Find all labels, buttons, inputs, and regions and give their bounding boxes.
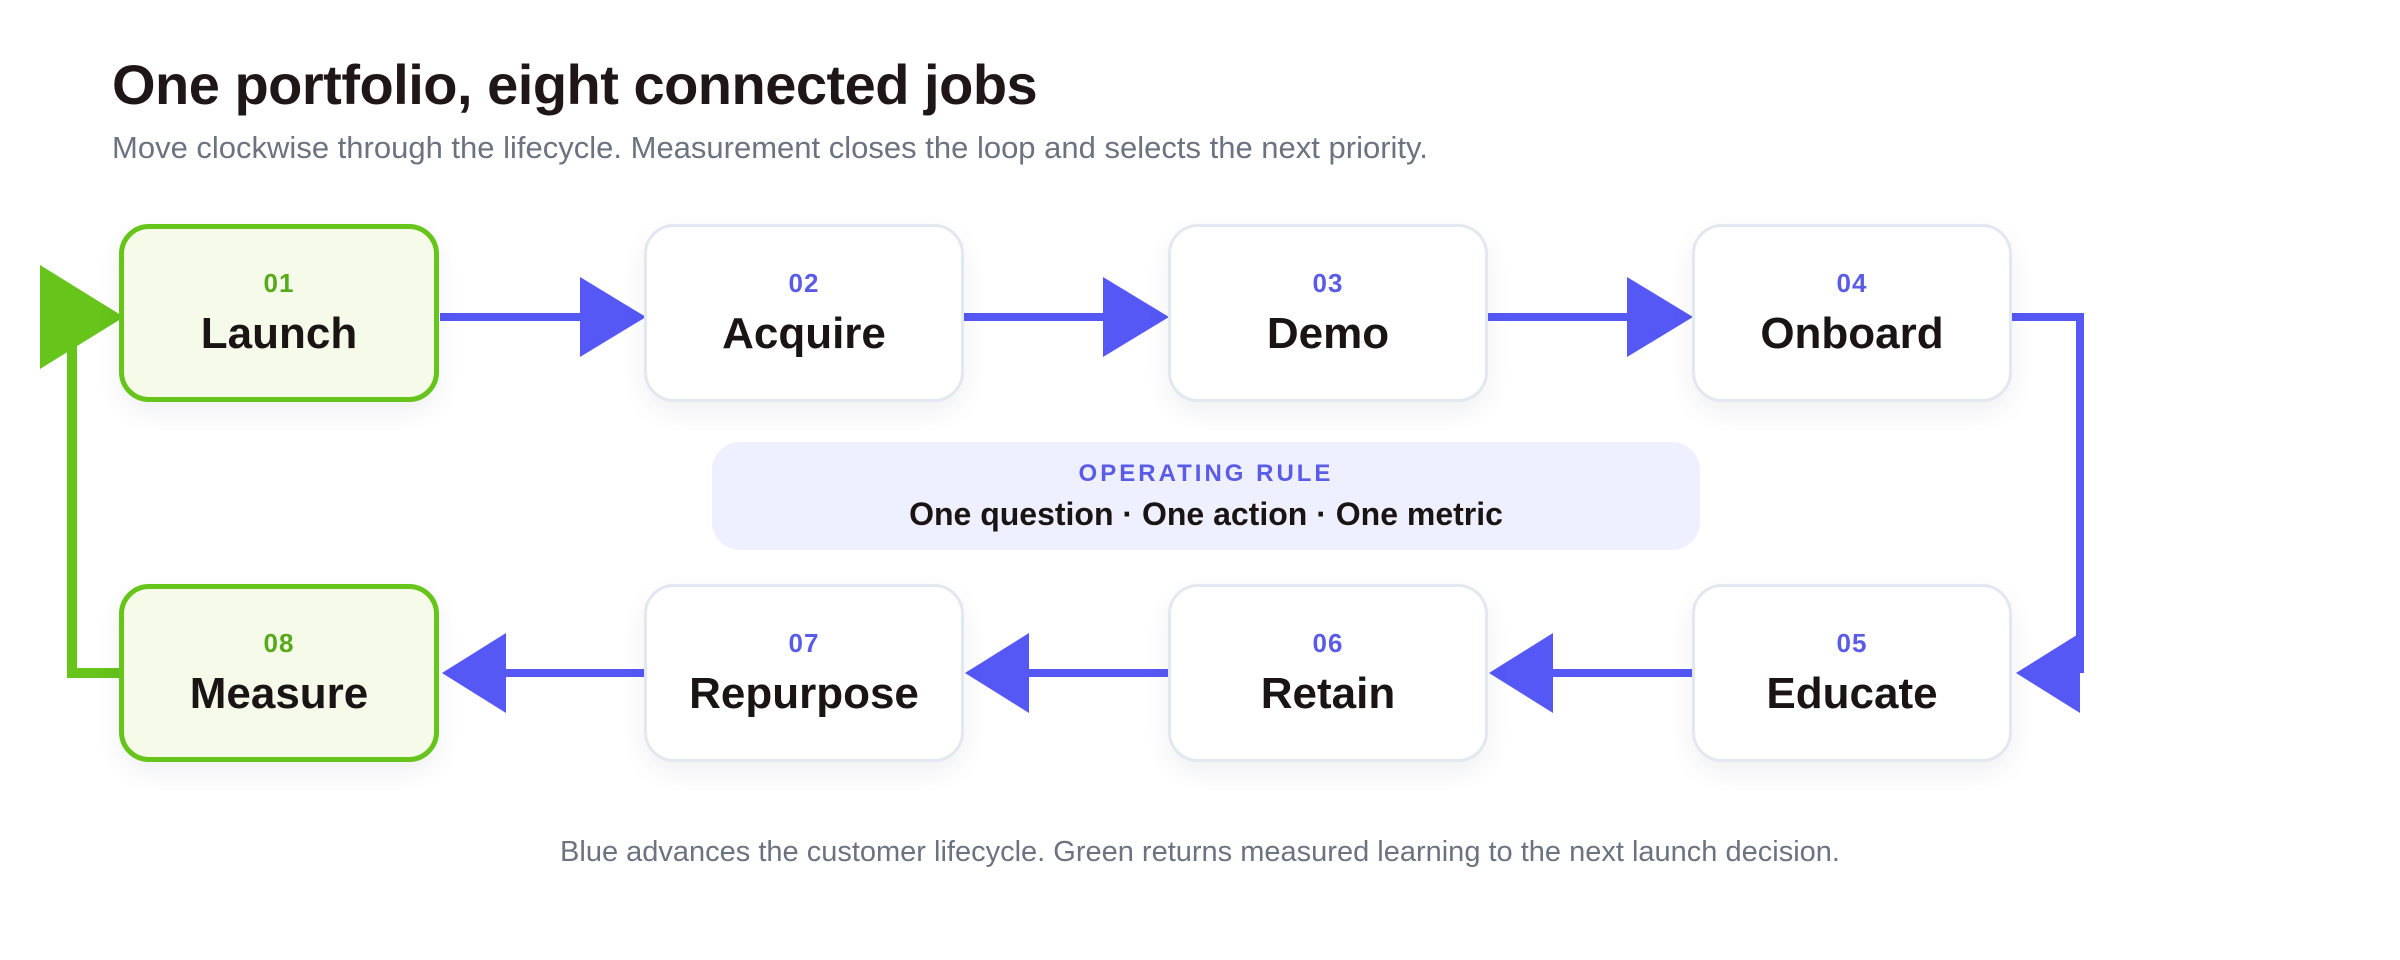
- arrow-demo-to-onboard-head: [1627, 277, 1693, 357]
- node-label: Measure: [189, 668, 369, 718]
- arrow-measure-to-launch: [40, 265, 124, 678]
- node-number: 07: [788, 627, 820, 658]
- arrow-launch-to-acquire: [440, 277, 646, 357]
- arrow-launch-to-acquire-head: [580, 277, 646, 357]
- arrow-onboard-to-educate-head: [2016, 633, 2080, 713]
- node-label: Repurpose: [689, 668, 919, 718]
- node-retain: 06 Retain: [1168, 584, 1488, 762]
- node-demo: 03 Demo: [1168, 224, 1488, 402]
- node-number: 04: [1836, 267, 1868, 298]
- node-label: Onboard: [1760, 308, 1944, 358]
- arrow-onboard-to-educate-line: [2012, 313, 2084, 673]
- node-number: 08: [263, 627, 295, 658]
- arrow-retain-to-repurpose: [965, 633, 1170, 713]
- arrow-acquire-to-demo-head: [1103, 277, 1169, 357]
- node-label: Launch: [200, 308, 358, 358]
- arrow-educate-to-retain-head: [1489, 633, 1553, 713]
- arrow-repurpose-to-measure: [442, 633, 646, 713]
- node-number: 05: [1836, 627, 1868, 658]
- node-launch: 01 Launch: [119, 224, 439, 402]
- diagram-caption: Blue advances the customer lifecycle. Gr…: [560, 836, 1840, 868]
- diagram-subtitle: Move clockwise through the lifecycle. Me…: [112, 130, 1428, 165]
- operating-rule-text: One question · One action · One metric: [909, 495, 1503, 532]
- node-measure: 08 Measure: [119, 584, 439, 762]
- arrow-retain-to-repurpose-head: [965, 633, 1029, 713]
- node-acquire: 02 Acquire: [644, 224, 964, 402]
- node-educate: 05 Educate: [1692, 584, 2012, 762]
- arrow-educate-to-retain: [1489, 633, 1694, 713]
- arrow-repurpose-to-measure-head: [442, 633, 506, 713]
- node-number: 06: [1312, 627, 1344, 658]
- arrow-onboard-to-educate: [2012, 313, 2084, 713]
- arrow-demo-to-onboard: [1488, 277, 1693, 357]
- node-number: 02: [788, 267, 820, 298]
- arrow-acquire-to-demo: [964, 277, 1169, 357]
- operating-rule-kicker: OPERATING RULE: [1078, 459, 1334, 487]
- node-number: 03: [1312, 267, 1344, 298]
- node-repurpose: 07 Repurpose: [644, 584, 964, 762]
- operating-rule-banner: OPERATING RULE One question · One action…: [712, 442, 1700, 550]
- arrow-measure-to-launch-line: [67, 312, 120, 678]
- node-onboard: 04 Onboard: [1692, 224, 2012, 402]
- node-label: Demo: [1266, 308, 1390, 358]
- node-label: Acquire: [722, 308, 886, 358]
- diagram-title: One portfolio, eight connected jobs: [112, 53, 1038, 116]
- node-label: Retain: [1260, 668, 1396, 718]
- arrow-measure-to-launch-head: [40, 265, 124, 369]
- node-number: 01: [263, 267, 295, 298]
- node-label: Educate: [1766, 668, 1938, 718]
